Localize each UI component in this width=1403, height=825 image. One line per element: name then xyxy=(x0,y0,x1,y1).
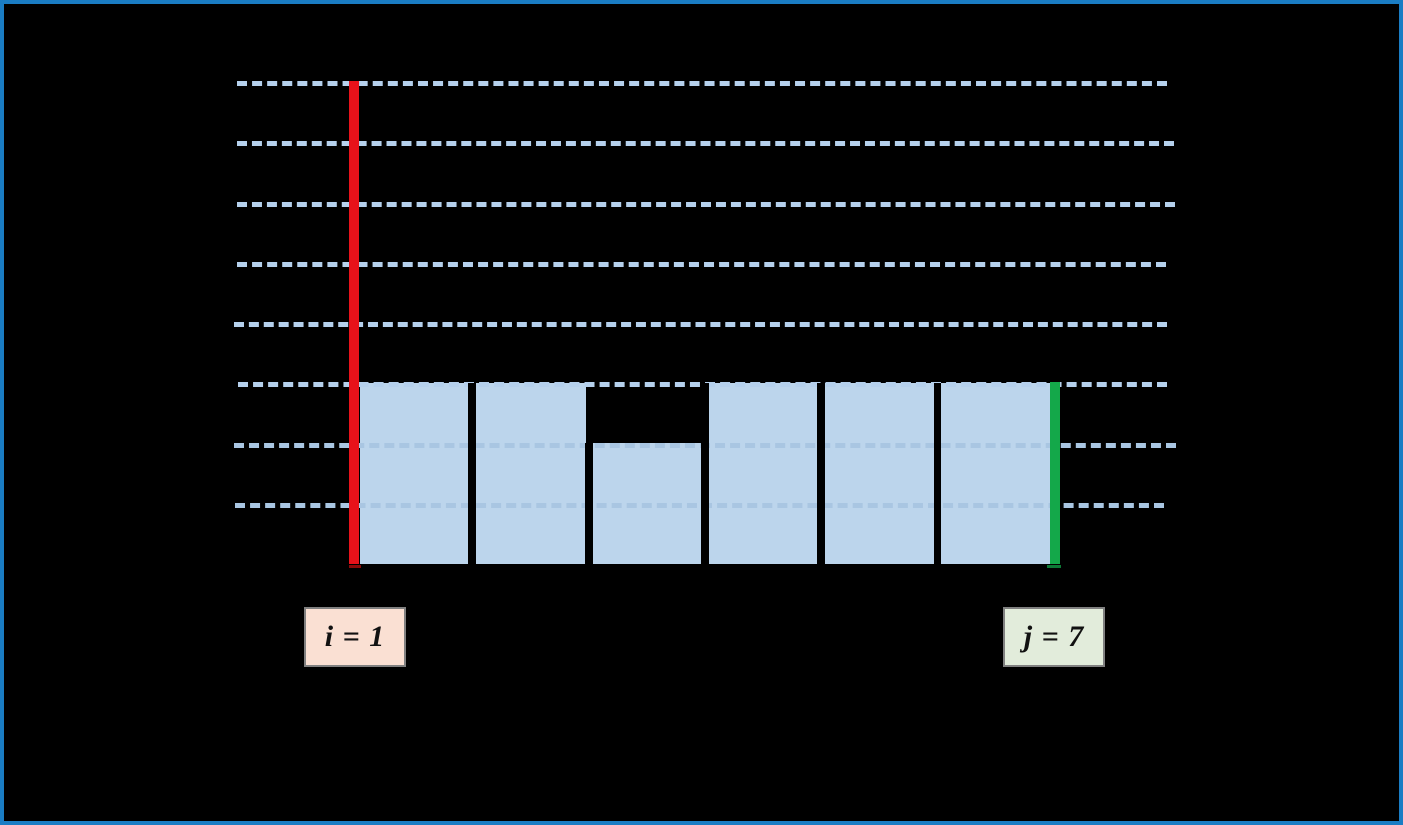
bar-1[interactable] xyxy=(360,383,468,564)
bar-5[interactable] xyxy=(825,383,934,564)
plot-area: i = 1 j = 7 xyxy=(4,4,1399,821)
bar-4[interactable] xyxy=(709,383,817,564)
bar-6[interactable] xyxy=(941,383,1050,564)
gridline-8 xyxy=(237,81,1167,86)
j-pointer-line[interactable] xyxy=(1050,382,1060,564)
i-label-text: i = 1 xyxy=(324,620,386,653)
bar-divider-3 xyxy=(701,383,709,564)
gridline-6 xyxy=(237,202,1175,207)
gridline-1 xyxy=(235,503,1164,508)
bar-divider-2 xyxy=(585,443,593,564)
j-pointer-tick xyxy=(1047,565,1061,568)
j-label-badge[interactable]: j = 7 xyxy=(1003,607,1105,667)
bar-divider-5 xyxy=(934,383,941,564)
gridline-5 xyxy=(237,262,1166,267)
gridline-7 xyxy=(237,141,1174,146)
gridline-4 xyxy=(234,322,1167,327)
bar-2[interactable] xyxy=(476,383,586,564)
bar-divider-1 xyxy=(468,383,476,564)
j-label-text: j = 7 xyxy=(1023,620,1085,653)
i-label-badge[interactable]: i = 1 xyxy=(304,607,406,667)
bar-divider-4 xyxy=(817,383,825,564)
i-pointer-tick xyxy=(349,565,361,568)
i-pointer-line[interactable] xyxy=(349,81,359,564)
